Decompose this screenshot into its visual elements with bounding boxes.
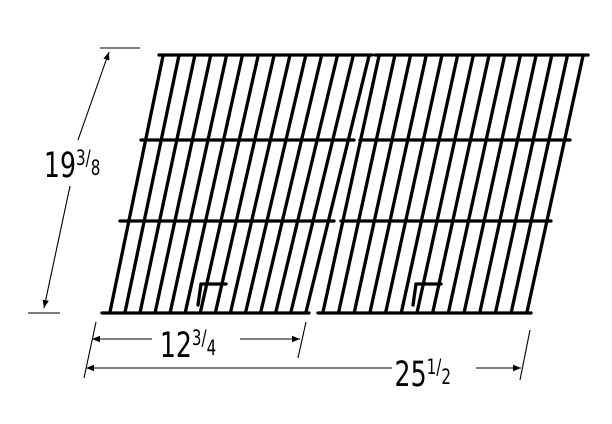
grate-rod [399, 54, 460, 314]
grate-rod [259, 54, 324, 314]
grate-rod [446, 54, 507, 314]
height-dimension-arrow-down [42, 185, 71, 309]
grate-rod [274, 54, 339, 314]
grate-rod [368, 54, 428, 314]
grate-handle [411, 282, 418, 307]
grate-rod [415, 54, 475, 314]
grate-rod [213, 54, 276, 314]
grate-rod [509, 54, 569, 314]
grate-rod [183, 54, 244, 314]
extension-line-left [83, 321, 97, 379]
left-grate [100, 53, 374, 315]
grate-rod [168, 54, 229, 314]
grate-rod [337, 54, 397, 314]
grate-rod [198, 54, 260, 314]
height-dimension-arrow-up [77, 51, 110, 141]
dimension-lines [28, 47, 531, 381]
grate-rod [228, 54, 292, 314]
grate-rod [431, 54, 491, 314]
grate-rod [462, 54, 522, 314]
single-width-dimension-label: 123/4 [160, 326, 216, 366]
grate-rod [153, 54, 213, 314]
height-dimension-label: 193/8 [44, 146, 100, 186]
grate-rod [123, 54, 181, 314]
grate-rod [138, 54, 197, 314]
grate-rod [352, 54, 413, 314]
grate-rod [384, 54, 444, 314]
grate-rod [525, 54, 585, 314]
grate-rod [493, 54, 554, 314]
extension-line-right [519, 329, 531, 381]
grate-rod [478, 54, 538, 314]
grate-rod [321, 54, 381, 314]
grate-handle [196, 282, 203, 307]
total-width-dimension-label: 251/2 [395, 355, 451, 395]
grate-rod [108, 54, 165, 314]
grate-rod [289, 54, 355, 314]
right-grate [316, 53, 590, 315]
extension-line-mid [297, 321, 307, 359]
grate-rod [304, 54, 371, 314]
grate-rod [244, 54, 308, 314]
